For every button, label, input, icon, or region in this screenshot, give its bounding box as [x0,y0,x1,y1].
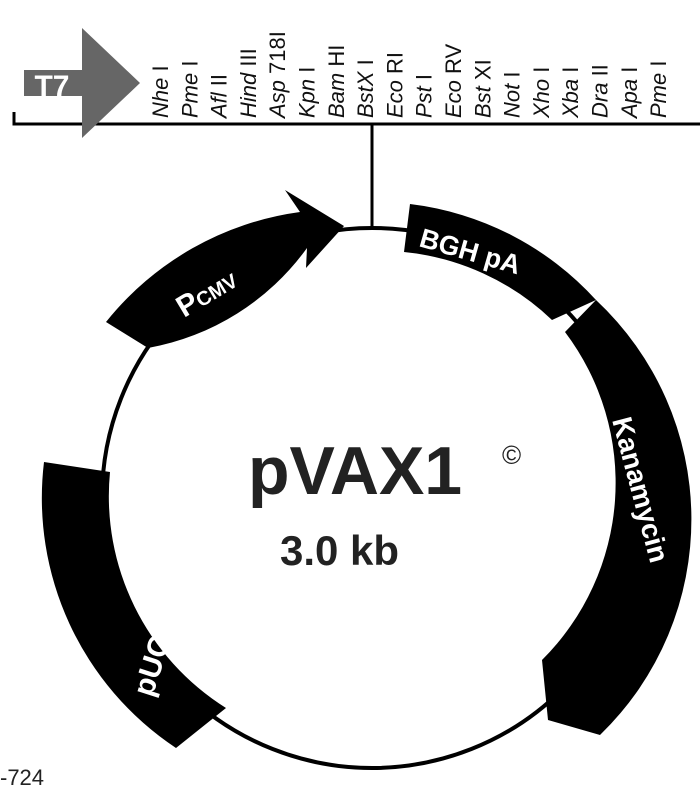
restriction-site-label: Xho I [529,67,554,119]
restriction-site-label: Hind III [236,48,261,118]
mcs-bracket [12,112,700,126]
site-suffix: HI [324,45,349,73]
site-enzyme: Bam [324,73,349,118]
restriction-site-label: Nhe I [148,65,173,118]
site-enzyme: Xba [558,79,583,119]
restriction-site-label: Eco RI [382,52,407,118]
site-enzyme: Apa [617,79,642,120]
site-enzyme: Eco [441,80,466,118]
pcmv-feature: PCMV [106,190,344,348]
site-suffix: I [412,74,437,86]
plasmid-size: 3.0 kb [280,527,399,574]
site-enzyme: Kpn [295,79,320,118]
site-suffix: RI [382,52,407,80]
restriction-site-label: Eco RV [441,43,466,118]
restriction-site-label: Asp 718I [265,31,290,120]
t7-arrow [24,28,140,138]
site-suffix: I [617,67,642,79]
restriction-site-label: Pme I [177,61,202,118]
site-enzyme: Pme [177,73,202,118]
puc-block [41,462,226,748]
site-enzyme: BstX [353,70,378,118]
plasmid-name: pVAX1 [248,433,462,509]
kanamycin-block [542,300,692,735]
site-enzyme: Nhe [148,78,173,118]
site-enzyme: Afl [207,91,232,120]
t7-label: T7 [34,70,69,103]
restriction-site-label: Pst I [412,74,437,118]
site-suffix: RV [441,43,466,80]
site-suffix: I [529,67,554,79]
site-suffix: XI [470,59,495,86]
site-enzyme: Hind [236,72,261,118]
site-suffix: I [500,72,525,84]
site-suffix: I [558,67,583,79]
site-enzyme: Not [500,83,525,118]
pcmv-block [106,190,344,348]
restriction-site-label: Apa I [617,67,642,120]
site-suffix: 718I [265,31,290,80]
bgh-block [404,204,596,320]
site-suffix: III [236,48,261,72]
restriction-site-label: Xba I [558,67,583,119]
puc-feature: pUC ori [41,462,226,748]
restriction-site-label: Afl II [207,74,232,120]
site-suffix: I [295,67,320,79]
site-suffix: I [353,59,378,71]
restriction-site-label: Dra II [588,64,613,118]
restriction-site-label: Bam HI [324,45,349,118]
site-enzyme: Pst [412,85,437,118]
bgh-feature: BGH pA [404,204,596,320]
site-suffix: II [588,64,613,82]
restriction-site-label: Bst XI [470,59,495,118]
restriction-site-label: Not I [500,72,525,118]
restriction-site-label: BstX I [353,59,378,118]
site-enzyme: Bst [470,85,495,118]
figure-id: -724 [0,765,44,785]
site-suffix: I [148,65,173,77]
site-suffix: I [177,61,202,73]
site-enzyme: Pme [646,73,671,118]
site-enzyme: Dra [588,83,613,118]
site-enzyme: Eco [382,80,407,118]
restriction-site-label: Pme I [646,61,671,118]
site-enzyme: Asp [265,80,290,120]
site-suffix: I [646,61,671,73]
site-enzyme: Xho [529,79,554,119]
copyright-mark: © [502,440,521,470]
kanamycin-feature: Kanamycin [542,300,692,735]
restriction-site-label: Kpn I [295,67,320,118]
site-suffix: II [207,74,232,92]
